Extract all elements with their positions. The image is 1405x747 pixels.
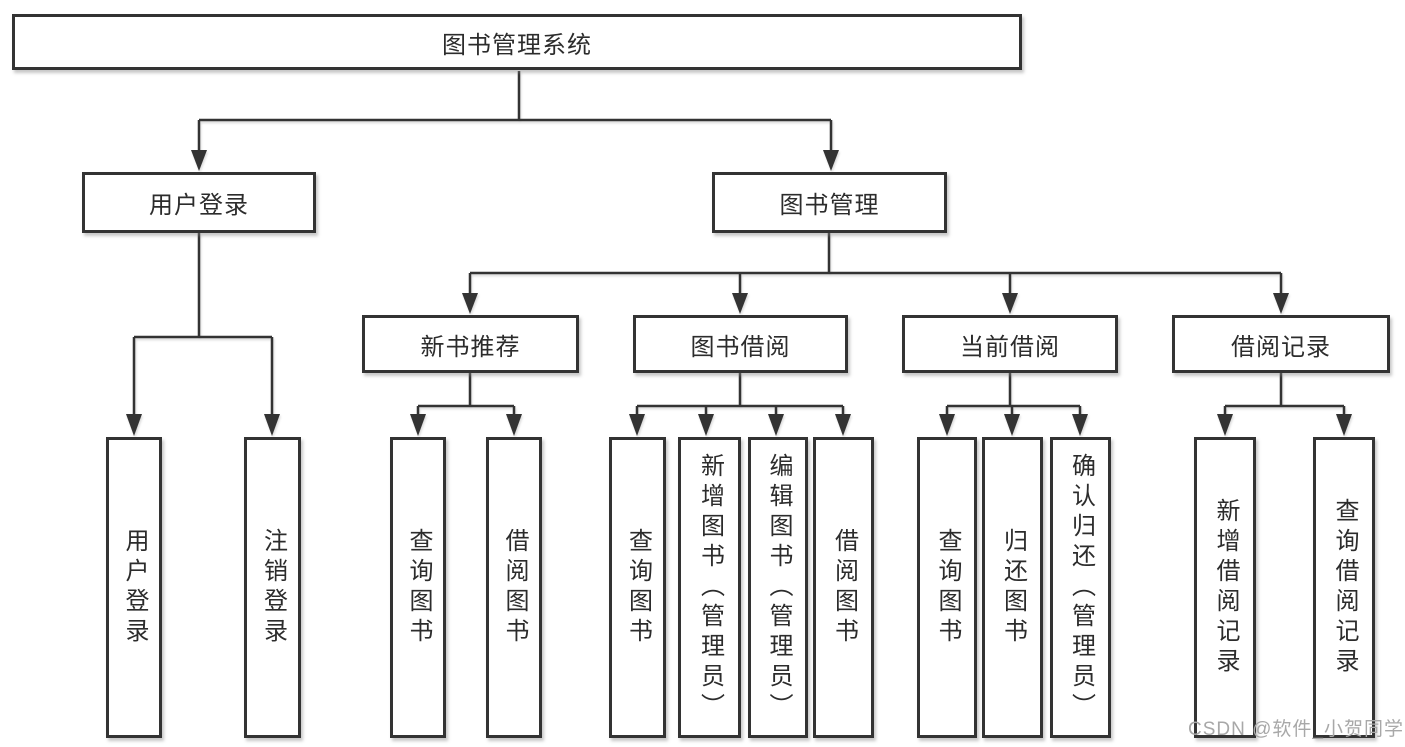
leaf-query-book-recommend: 查询图书	[390, 437, 446, 738]
leaf-confirm-return-admin-label: 确认归还（管理员）	[1067, 452, 1095, 723]
node-book-management-label: 图书管理	[779, 192, 880, 219]
leaf-query-book-current: 查询图书	[917, 437, 977, 738]
node-new-book-recommend: 新书推荐	[362, 315, 579, 373]
leaf-borrow-book-label: 借阅图书	[830, 527, 858, 648]
node-user-login-label: 用户登录	[149, 192, 249, 219]
node-user-login: 用户登录	[82, 172, 316, 233]
leaf-add-book-admin: 新增图书（管理员）	[678, 437, 741, 738]
node-new-book-recommend-label: 新书推荐	[420, 333, 521, 361]
leaf-query-borrow-record: 查询借阅记录	[1313, 437, 1375, 738]
node-current-borrow-label: 当前借阅	[960, 333, 1060, 361]
leaf-query-borrow-record-label: 查询借阅记录	[1331, 497, 1358, 678]
leaf-return-book: 归还图书	[982, 437, 1043, 738]
leaf-add-borrow-record-label: 新增借阅记录	[1212, 497, 1239, 678]
leaf-query-book-recommend-label: 查询图书	[405, 527, 432, 648]
leaf-query-book-borrow: 查询图书	[609, 437, 666, 738]
arrowheads	[126, 150, 1352, 436]
leaf-add-borrow-record: 新增借阅记录	[1194, 437, 1256, 738]
node-book-borrow: 图书借阅	[633, 315, 848, 373]
leaf-borrow-book: 借阅图书	[813, 437, 874, 738]
node-root: 图书管理系统	[12, 14, 1022, 70]
leaf-query-book-current-label: 查询图书	[934, 527, 961, 648]
watermark-text: CSDN @软件_小贺同学	[1188, 719, 1404, 740]
leaf-confirm-return-admin: 确认归还（管理员）	[1050, 437, 1111, 738]
leaf-query-book-borrow-label: 查询图书	[624, 527, 652, 648]
node-book-management: 图书管理	[712, 172, 947, 233]
leaf-borrow-book-recommend-label: 借阅图书	[501, 527, 528, 648]
node-current-borrow: 当前借阅	[902, 315, 1118, 373]
leaf-edit-book-admin: 编辑图书（管理员）	[748, 437, 808, 738]
leaf-borrow-book-recommend: 借阅图书	[486, 437, 542, 738]
node-root-label: 图书管理系统	[442, 31, 592, 59]
leaf-logout-label: 注销登录	[259, 527, 287, 648]
leaf-logout: 注销登录	[244, 437, 301, 738]
node-borrow-records: 借阅记录	[1172, 315, 1390, 373]
leaf-return-book-label: 归还图书	[999, 527, 1027, 648]
node-book-borrow-label: 图书借阅	[690, 333, 791, 361]
leaf-user-login-label: 用户登录	[121, 527, 148, 648]
node-borrow-records-label: 借阅记录	[1231, 333, 1331, 361]
leaf-add-book-admin-label: 新增图书（管理员）	[696, 452, 724, 723]
leaf-edit-book-admin-label: 编辑图书（管理员）	[765, 452, 792, 723]
leaf-user-login: 用户登录	[106, 437, 162, 738]
